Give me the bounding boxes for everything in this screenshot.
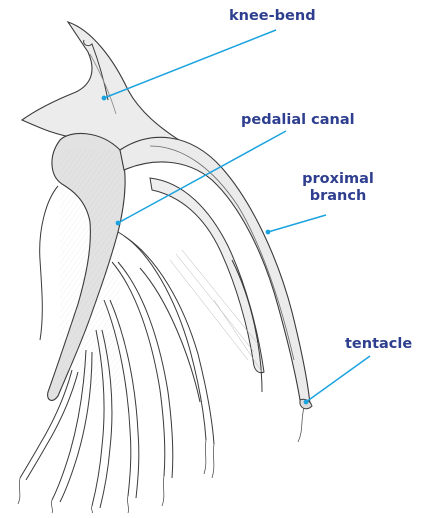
trunk-shading [60,150,120,390]
pedalial-canal-label: pedalial canal [241,112,355,129]
proximal-branch-leader [268,215,326,232]
knee-bend-label: knee-bend [229,8,316,25]
proximal-branch-label: proximal branch [296,171,380,205]
tentacle-leader [306,356,370,402]
proximal-branch-label-line2: branch [296,188,380,205]
tentacle-tips [18,404,305,513]
knee-bend-leader [104,30,276,98]
proximal-branch-label-line1: proximal [296,171,380,188]
tentacle-label: tentacle [345,336,412,353]
